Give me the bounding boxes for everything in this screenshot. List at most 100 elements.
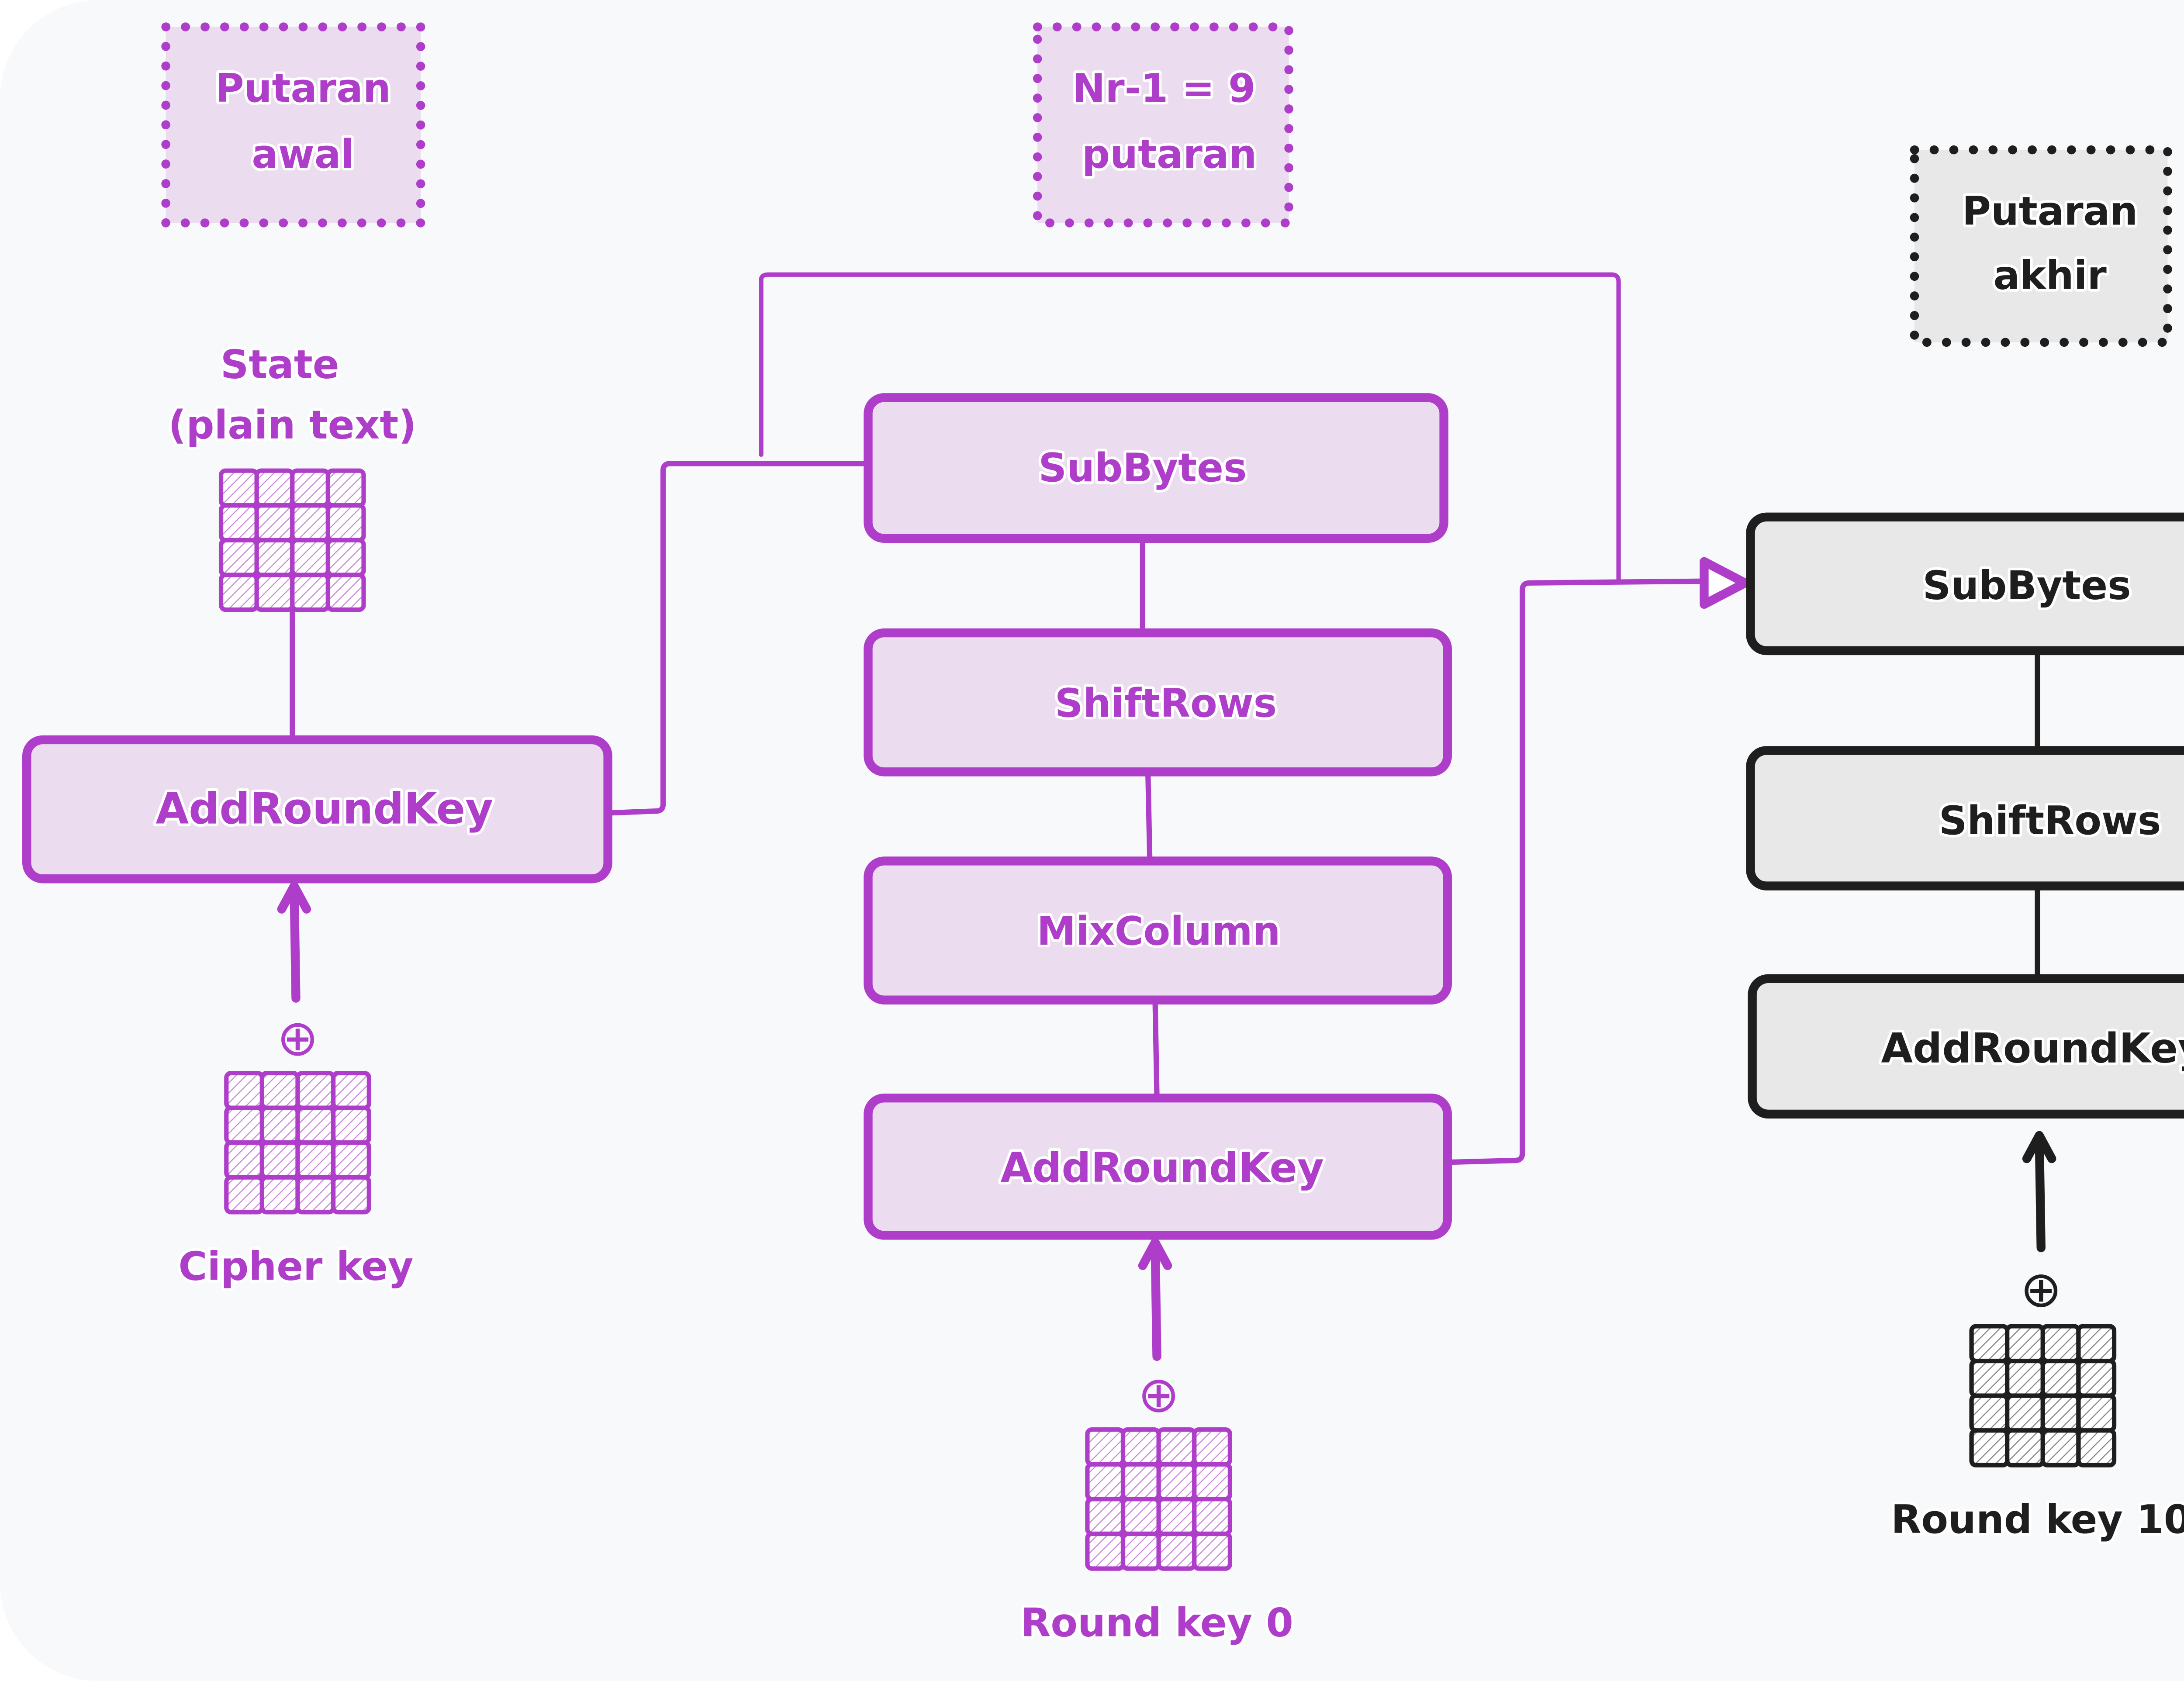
round-key-0-label: Round key 0	[1020, 1601, 1293, 1646]
note-initial-line1: Putaran	[215, 66, 391, 111]
main-subbytes-box[interactable]: SubBytes	[864, 393, 1448, 543]
arrowhead-into-final-icon	[1700, 557, 1750, 609]
initial-addroundkey-box[interactable]: AddRoundKey	[22, 735, 612, 884]
round-key-10-grid	[1969, 1324, 2117, 1467]
state-cell	[1156, 1531, 1197, 1571]
initial-state-label-line2: (plain text)	[168, 403, 416, 448]
connectors-main-vertical	[1140, 540, 1160, 1097]
state-cell	[1085, 1462, 1126, 1502]
state-cell	[1156, 1427, 1197, 1467]
state-cell	[2076, 1359, 2117, 1398]
final-shiftrows-box[interactable]: ShiftRows	[1746, 746, 2184, 891]
main-addroundkey-label: AddRoundKey	[1001, 1144, 1324, 1192]
note-main-line1: Nr-1 = 9	[1072, 66, 1255, 111]
state-cell	[254, 468, 295, 508]
state-cell	[1120, 1462, 1161, 1502]
state-cell	[218, 503, 259, 542]
final-addroundkey-label: AddRoundKey	[1881, 1025, 2184, 1073]
main-mixcolumn-box[interactable]: MixColumn	[864, 856, 1452, 1004]
state-cell	[325, 538, 366, 577]
state-cell	[224, 1070, 265, 1110]
state-cell	[224, 1140, 265, 1180]
note-initial-round: Putaran awal	[161, 22, 425, 228]
state-cell	[290, 573, 331, 612]
connectors-initial	[290, 272, 1705, 1165]
note-final-line2: akhir	[1994, 253, 2107, 298]
state-cell	[1192, 1427, 1232, 1467]
state-cell	[290, 468, 331, 508]
state-cell	[254, 538, 295, 577]
state-cell	[325, 468, 366, 508]
state-cell	[259, 1140, 300, 1180]
state-cell	[2076, 1393, 2117, 1433]
state-cell	[218, 538, 259, 577]
cipher-key-grid	[224, 1070, 371, 1215]
state-cell	[224, 1105, 265, 1145]
initial-state-label-line1: State	[221, 342, 339, 387]
main-addroundkey-box[interactable]: AddRoundKey	[864, 1094, 1452, 1240]
state-cell	[259, 1070, 300, 1110]
xor-icon-main: ⊕	[1138, 1365, 1180, 1423]
xor-icon-final: ⊕	[2020, 1260, 2062, 1319]
state-cell	[2040, 1393, 2081, 1433]
state-cell	[259, 1105, 300, 1145]
state-cell	[295, 1175, 336, 1215]
final-key-arrow-icon	[2022, 1131, 2056, 1253]
state-cell	[1969, 1324, 2010, 1363]
state-cell	[2005, 1324, 2045, 1363]
state-cell	[325, 503, 366, 542]
state-cell	[1120, 1497, 1161, 1536]
main-shiftrows-label: ShiftRows	[1055, 681, 1277, 726]
state-cell	[1085, 1531, 1126, 1571]
state-cell	[1085, 1497, 1126, 1536]
state-cell	[2076, 1324, 2117, 1363]
note-final-round: Putaran akhir	[1910, 145, 2172, 347]
main-key-arrow-icon	[1138, 1238, 1172, 1361]
state-cell	[1085, 1427, 1126, 1467]
xor-icon-initial: ⊕	[277, 1009, 319, 1067]
state-cell	[2040, 1359, 2081, 1398]
state-cell	[224, 1175, 265, 1215]
final-subbytes-box[interactable]: SubBytes	[1746, 512, 2184, 656]
state-cell	[325, 573, 366, 612]
final-shiftrows-label: ShiftRows	[1939, 798, 2161, 844]
initial-key-arrow-icon	[277, 881, 311, 1003]
main-subbytes-label: SubBytes	[1038, 445, 1247, 491]
state-cell	[2005, 1393, 2045, 1433]
state-cell	[1192, 1531, 1232, 1571]
state-cell	[254, 503, 295, 542]
state-cell	[331, 1070, 371, 1110]
initial-state-label: State (plain text)	[166, 339, 419, 451]
state-cell	[2005, 1359, 2045, 1398]
state-cell	[331, 1175, 371, 1215]
initial-addroundkey-label: AddRoundKey	[156, 784, 493, 834]
note-main-line2: putaran	[1082, 132, 1257, 177]
state-cell	[290, 503, 331, 542]
state-cell	[259, 1175, 300, 1215]
plaintext-state-grid	[218, 468, 366, 612]
final-subbytes-label: SubBytes	[1923, 563, 2131, 609]
round-key-0-grid	[1085, 1427, 1232, 1571]
state-cell	[1156, 1462, 1197, 1502]
state-cell	[1156, 1497, 1197, 1536]
state-cell	[295, 1105, 336, 1145]
note-initial-line2: awal	[252, 132, 354, 177]
cipher-key-label: Cipher key	[178, 1244, 413, 1289]
state-cell	[218, 573, 259, 612]
state-cell	[290, 538, 331, 577]
state-cell	[218, 468, 259, 508]
final-addroundkey-box[interactable]: AddRoundKey	[1748, 974, 2184, 1119]
state-cell	[331, 1140, 371, 1180]
round-key-10-label: Round key 10	[1891, 1497, 2184, 1543]
state-cell	[1969, 1393, 2010, 1433]
state-cell	[1969, 1428, 2010, 1467]
main-mixcolumn-label: MixColumn	[1037, 909, 1281, 954]
state-cell	[295, 1070, 336, 1110]
state-cell	[2040, 1324, 2081, 1363]
state-cell	[295, 1140, 336, 1180]
state-cell	[2076, 1428, 2117, 1467]
state-cell	[1120, 1531, 1161, 1571]
main-shiftrows-box[interactable]: ShiftRows	[864, 628, 1452, 777]
